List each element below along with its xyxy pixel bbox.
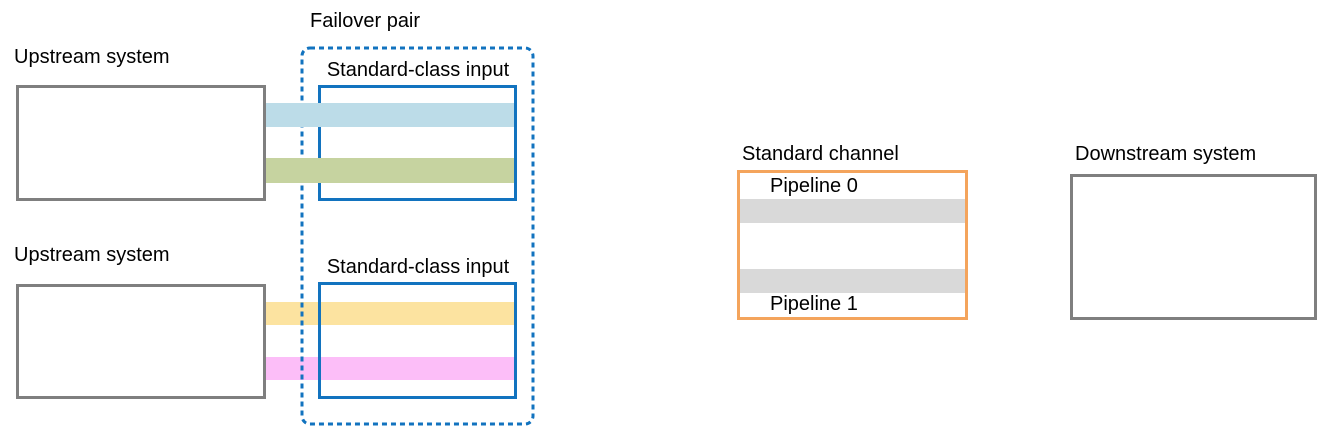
upstream-system-box bbox=[16, 284, 266, 399]
failover-pair-boundary-rect bbox=[300, 46, 535, 426]
pipeline-0-stripe bbox=[740, 199, 966, 223]
connection-stripe-light-blue bbox=[266, 103, 514, 127]
upstream-system-box bbox=[16, 85, 266, 201]
failover-pair-boundary bbox=[300, 46, 535, 426]
connection-stripe-pink bbox=[266, 357, 514, 380]
connection-stripe-yellow bbox=[266, 302, 514, 325]
standard-channel-label: Standard channel bbox=[742, 143, 899, 165]
upstream-system-label: Upstream system bbox=[14, 46, 170, 68]
pipeline-0-label: Pipeline 0 bbox=[770, 175, 858, 197]
standard-class-input-box bbox=[318, 282, 517, 399]
failover-pair-label: Failover pair bbox=[310, 10, 421, 32]
standard-class-input-box bbox=[318, 85, 517, 201]
standard-class-input-label: Standard-class input bbox=[326, 256, 510, 278]
pipeline-1-stripe bbox=[740, 269, 966, 293]
downstream-system-box bbox=[1070, 174, 1317, 320]
upstream-system-label: Upstream system bbox=[14, 244, 170, 266]
standard-channel-box bbox=[737, 170, 968, 320]
downstream-system-label: Downstream system bbox=[1075, 143, 1257, 165]
connection-stripe-olive bbox=[266, 158, 514, 183]
pipeline-1-label: Pipeline 1 bbox=[770, 293, 858, 315]
standard-class-input-label: Standard-class input bbox=[326, 59, 510, 81]
